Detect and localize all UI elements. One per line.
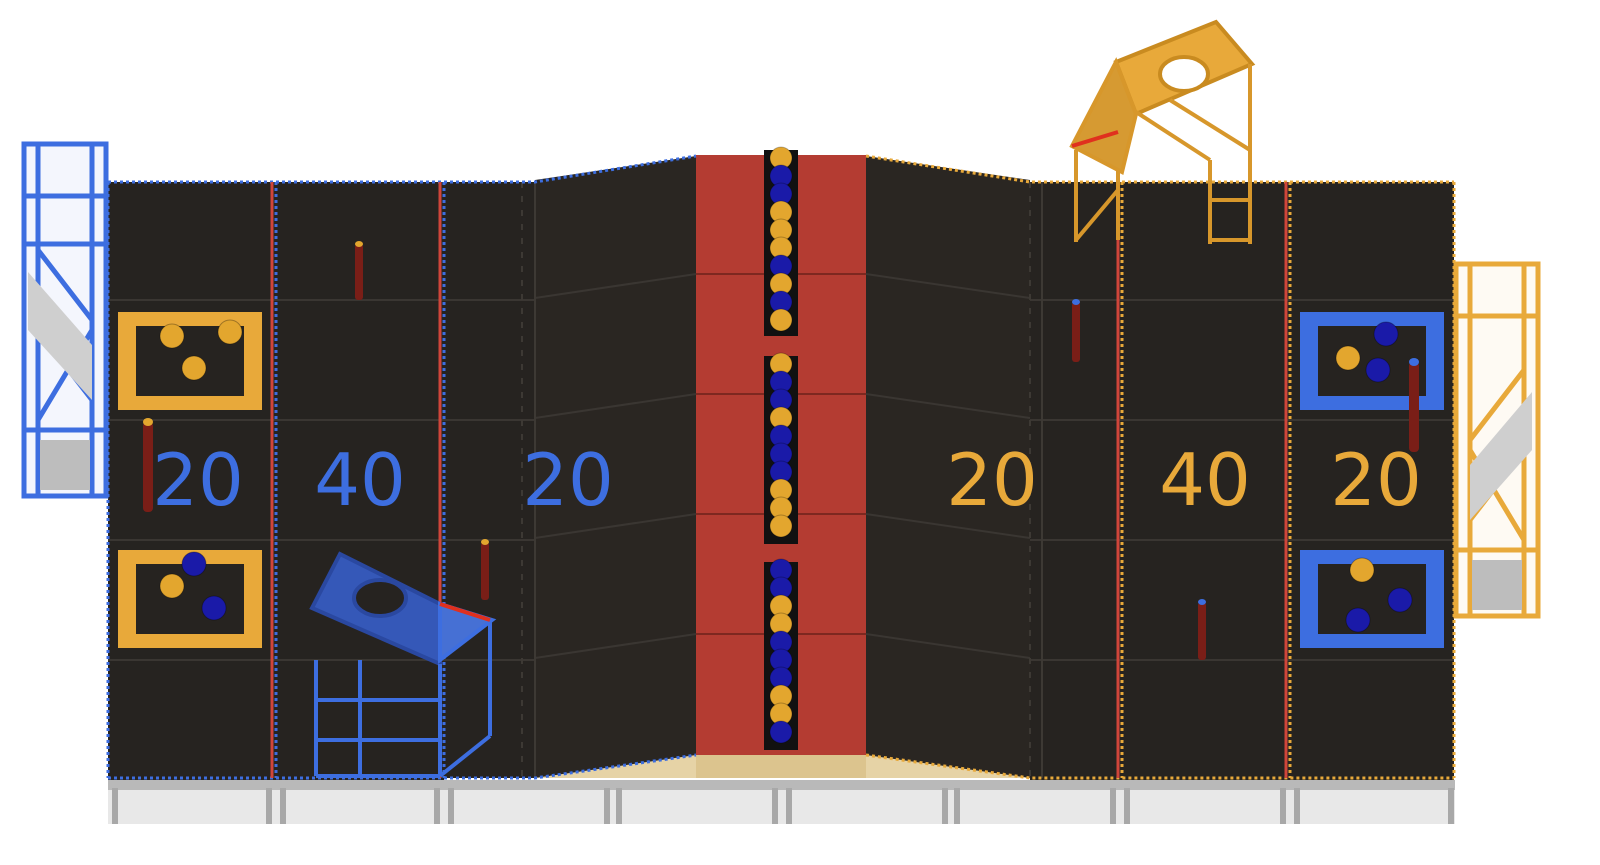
goal-box-right [1300,550,1444,648]
gold-ball [1349,557,1375,583]
zone-label-blue-outer: 20 [152,438,244,522]
tubes [143,241,1419,660]
tube [1198,599,1206,660]
alliance-borders [106,154,1456,780]
goal-box-left [118,550,262,648]
blue-ball [181,551,207,577]
gold-ball [159,573,185,599]
blue-tower [21,141,109,499]
gold-ball [769,308,793,332]
support-leg [266,788,272,824]
goal-box-left [118,312,262,410]
gold-ball [769,514,793,538]
support-leg [1110,788,1116,824]
zone-label-gold-middle: 40 [1159,438,1251,522]
support-leg [1124,788,1130,824]
tube [481,539,489,600]
zone-label-blue-middle: 40 [314,438,406,522]
support-leg [786,788,792,824]
support-leg [1448,788,1454,824]
blue-ball [1345,607,1371,633]
support-leg [942,788,948,824]
zone-label-gold-outer: 20 [1330,438,1422,522]
tube [355,241,363,300]
blue-dispenser [309,551,497,778]
right-wall [866,156,1454,780]
support-leg [448,788,454,824]
zone-label-blue-inner: 20 [522,438,614,522]
blue-ball [1365,357,1391,383]
support-leg [616,788,622,824]
support-leg [1294,788,1300,824]
zone-labels: 20 40 20 20 40 20 [152,438,1422,522]
gold-ball [1335,345,1361,371]
field-base [108,780,1455,824]
gold-tower [1453,261,1541,619]
tube [143,418,153,512]
support-leg [604,788,610,824]
blue-ball [769,720,793,744]
support-legs [112,788,1454,824]
support-leg [954,788,960,824]
support-leg [772,788,778,824]
panel-seams [108,182,1454,778]
gold-dispenser [1069,19,1256,244]
blue-ball [201,595,227,621]
tube [1072,299,1080,362]
support-leg [1280,788,1286,824]
tube [1409,358,1419,452]
goal-boxes [118,312,1444,648]
support-leg [280,788,286,824]
center-ball-stacks [769,146,793,744]
goal-box-right [1300,312,1444,410]
support-leg [434,788,440,824]
gold-ball [217,319,243,345]
blue-ball [1373,321,1399,347]
support-leg [112,788,118,824]
blue-ball [1387,587,1413,613]
zone-label-gold-inner: 20 [946,438,1038,522]
gold-ball [159,323,185,349]
gold-ball [181,355,207,381]
